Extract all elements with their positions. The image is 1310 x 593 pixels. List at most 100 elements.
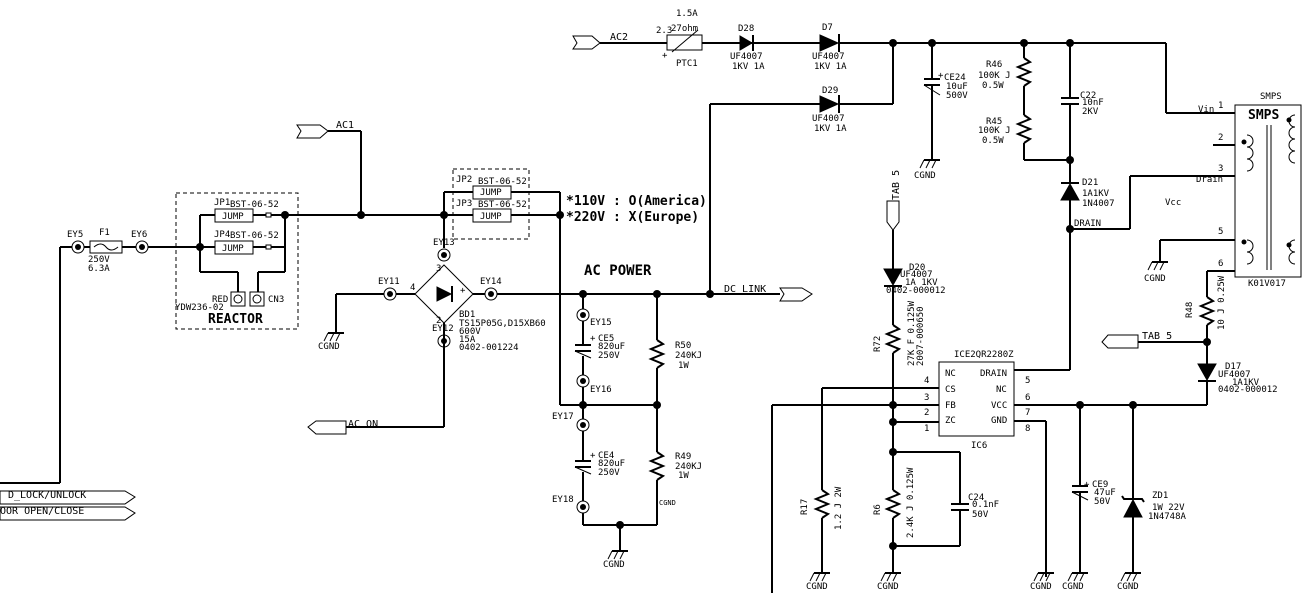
ey13-eyelet: EY13 bbox=[433, 238, 455, 262]
svg-text:JUMP: JUMP bbox=[222, 212, 244, 222]
svg-text:3: 3 bbox=[1218, 164, 1223, 174]
ptc1-pin: 2.3 bbox=[656, 26, 672, 36]
ce5-ref: CE5 bbox=[598, 334, 614, 344]
ey15-label: EY15 bbox=[590, 318, 612, 328]
svg-text:4: 4 bbox=[410, 283, 415, 293]
jp1-ref: JP1 bbox=[214, 198, 230, 208]
ey17-label: EY17 bbox=[552, 412, 574, 422]
svg-text:RED: RED bbox=[212, 295, 228, 305]
ce24-ref: CE24 bbox=[944, 73, 966, 83]
ground-symbol: CGND bbox=[914, 159, 940, 181]
svg-text:7: 7 bbox=[1025, 408, 1030, 418]
svg-text:CGND: CGND bbox=[877, 582, 899, 592]
ce4-ref: CE4 bbox=[598, 451, 614, 461]
svg-text:6: 6 bbox=[1218, 259, 1223, 269]
svg-text:10uF: 10uF bbox=[946, 82, 968, 92]
svg-text:250V: 250V bbox=[88, 255, 110, 265]
svg-text:CGND: CGND bbox=[1144, 274, 1166, 284]
svg-text:+: + bbox=[460, 286, 466, 296]
c24-capacitor: C24 0.1nF 50V bbox=[951, 452, 999, 546]
svg-text:+: + bbox=[662, 51, 668, 61]
zd1-ref: ZD1 bbox=[1152, 491, 1168, 501]
svg-text:GND: GND bbox=[991, 416, 1007, 426]
d-lock-label: D_LOCK/UNLOCK bbox=[8, 490, 86, 501]
svg-text:1KV 1A: 1KV 1A bbox=[814, 62, 847, 72]
ac1-label: AC1 bbox=[336, 120, 354, 131]
reactor-label: REACTOR bbox=[208, 312, 263, 327]
svg-text:CGND: CGND bbox=[1117, 582, 1139, 592]
svg-text:2: 2 bbox=[1218, 133, 1223, 143]
f1-fuse: F1 250V 6.3A bbox=[88, 228, 123, 274]
ce9-capacitor: + CE9 47uF 50V bbox=[1071, 480, 1116, 573]
svg-text:CGND: CGND bbox=[603, 560, 625, 570]
svg-text:240KJ: 240KJ bbox=[675, 462, 702, 472]
r45-ref: R45 bbox=[986, 117, 1002, 127]
r50-resistor: R50 240KJ 1W bbox=[648, 339, 702, 371]
tab5-top-connector: TAB 5 bbox=[886, 170, 902, 269]
note-220v: *220V : X(Europe) bbox=[566, 210, 699, 225]
svg-text:DRAIN: DRAIN bbox=[980, 369, 1007, 379]
ey16-eyelet: EY16 bbox=[576, 374, 612, 395]
svg-text:1N4007: 1N4007 bbox=[1082, 199, 1115, 209]
ey11-label: EY11 bbox=[378, 277, 400, 287]
c22-ref: C22 bbox=[1080, 91, 1096, 101]
ey6-label: EY6 bbox=[131, 230, 147, 240]
svg-text:6.3A: 6.3A bbox=[88, 264, 110, 274]
svg-text:4: 4 bbox=[924, 376, 929, 386]
r49-resistor: R49 240KJ 1W CGND bbox=[648, 451, 702, 507]
svg-text:820uF: 820uF bbox=[598, 342, 625, 352]
r72-ref: R72 bbox=[873, 336, 883, 352]
svg-text:BST-06-52: BST-06-52 bbox=[478, 200, 527, 210]
svg-text:0402-000012: 0402-000012 bbox=[1218, 385, 1278, 395]
svg-text:10nF: 10nF bbox=[1082, 98, 1104, 108]
svg-text:240KJ: 240KJ bbox=[675, 351, 702, 361]
jp4-jumper: JUMP JP4 BST-06-52 bbox=[200, 230, 285, 255]
d28-ref: D28 bbox=[738, 24, 754, 34]
svg-text:JUMP: JUMP bbox=[480, 188, 502, 198]
svg-text:BST-06-52: BST-06-52 bbox=[230, 231, 279, 241]
svg-text:TS15P05G,D15XB60: TS15P05G,D15XB60 bbox=[459, 319, 546, 329]
svg-text:500V: 500V bbox=[946, 91, 968, 101]
svg-text:5: 5 bbox=[1025, 376, 1030, 386]
svg-text:+: + bbox=[590, 451, 596, 461]
tab5-right-connector: TAB 5 bbox=[1101, 331, 1207, 349]
svg-text:1.2 J 2W: 1.2 J 2W bbox=[834, 486, 844, 530]
ac2-label: AC2 bbox=[610, 32, 628, 43]
ey14-eyelet: EY14 bbox=[473, 277, 780, 301]
svg-text:CGND: CGND bbox=[914, 171, 936, 181]
dc-link-connector: DC LINK bbox=[724, 284, 813, 302]
svg-text:27K F 0.125W: 27K F 0.125W bbox=[907, 300, 917, 366]
ey17-eyelet: EY17 bbox=[552, 412, 590, 432]
r50-ref: R50 bbox=[675, 341, 691, 351]
ground-symbol: CGND bbox=[1144, 261, 1168, 284]
svg-text:50V: 50V bbox=[1094, 497, 1111, 507]
r72-resistor: R72 27K F 0.125W 2007-000650 bbox=[873, 300, 926, 366]
ground-symbol: CGND bbox=[318, 332, 344, 352]
ptc1-ref: PTC1 bbox=[676, 59, 698, 69]
svg-text:0.5W: 0.5W bbox=[982, 81, 1004, 91]
svg-text:1W 22V: 1W 22V bbox=[1152, 503, 1185, 513]
svg-text:CGND: CGND bbox=[806, 582, 828, 592]
ptc1: 1.5A 27ohm 2.3 + PTC1 bbox=[656, 9, 755, 69]
svg-text:NC: NC bbox=[996, 385, 1007, 395]
door-signals: D_LOCK/UNLOCK OOR OPEN/CLOSE bbox=[0, 247, 136, 521]
svg-text:UF4007: UF4007 bbox=[812, 52, 845, 62]
ground-symbol: CGND bbox=[603, 550, 628, 570]
ground-symbol: CGND bbox=[1030, 572, 1054, 592]
jp23-box bbox=[452, 168, 530, 240]
bd1-ref: BD1 bbox=[459, 310, 475, 320]
svg-text:JUMP: JUMP bbox=[480, 212, 502, 222]
svg-text:BST-06-52: BST-06-52 bbox=[230, 200, 279, 210]
svg-text:50V: 50V bbox=[972, 510, 989, 520]
svg-text:1KV 1A: 1KV 1A bbox=[814, 124, 847, 134]
svg-text:47uF: 47uF bbox=[1094, 488, 1116, 498]
svg-text:YDW236-02: YDW236-02 bbox=[175, 303, 224, 313]
ac2-connector: AC2 bbox=[572, 32, 667, 50]
d28-diode: D28 UF4007 1KV 1A bbox=[730, 24, 765, 72]
svg-text:250V: 250V bbox=[598, 468, 620, 478]
note-110v: *110V : O(America) bbox=[566, 194, 707, 209]
d20-ref: D20 bbox=[909, 263, 925, 273]
ac-power-title: AC POWER bbox=[584, 263, 652, 279]
ground-symbol: CGND bbox=[806, 572, 830, 592]
